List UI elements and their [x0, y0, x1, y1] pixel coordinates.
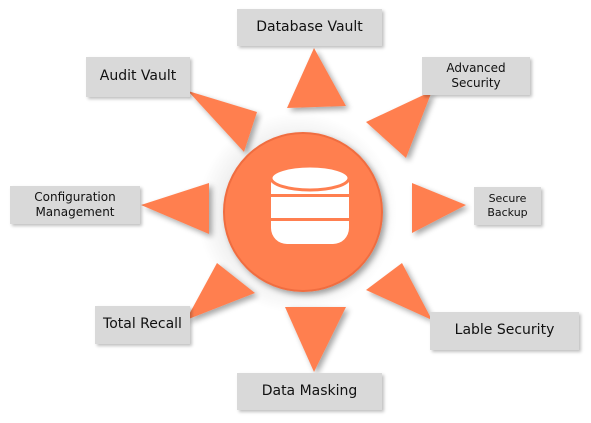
ray-top-left: [188, 91, 257, 152]
label-data-masking: Data Masking: [237, 373, 382, 410]
label-audit-vault: Audit Vault: [86, 57, 190, 97]
label-lable-security-text: Lable Security: [454, 322, 555, 339]
label-advanced-security: Advanced Security: [422, 57, 530, 95]
label-secure-backup: Secure Backup: [474, 187, 541, 225]
label-configuration-management-line1: Configuration: [34, 190, 116, 204]
ray-left: [141, 183, 209, 234]
label-database-vault-text: Database Vault: [256, 18, 363, 35]
label-secure-backup-line1: Secure: [488, 192, 527, 206]
label-configuration-management: Configuration Management: [10, 186, 140, 224]
label-total-recall-text: Total Recall: [103, 316, 182, 333]
ray-bottom-right: [366, 263, 432, 320]
ray-top: [287, 48, 346, 108]
label-lable-security: Lable Security: [430, 312, 579, 350]
ray-right: [412, 183, 466, 233]
label-total-recall: Total Recall: [95, 306, 190, 344]
label-secure-backup-line2: Backup: [487, 206, 528, 219]
ray-bottom-left: [186, 263, 255, 320]
label-advanced-security-line1: Advanced: [446, 61, 506, 75]
label-database-vault: Database Vault: [237, 9, 382, 46]
ray-top-right: [366, 91, 432, 158]
database-icon: [269, 164, 351, 244]
label-data-masking-text: Data Masking: [261, 382, 358, 399]
label-advanced-security-line2: Security: [451, 76, 501, 90]
rays: [141, 48, 466, 372]
label-audit-vault-text: Audit Vault: [99, 68, 177, 85]
ray-bottom: [285, 307, 346, 372]
label-configuration-management-line2: Management: [35, 205, 115, 219]
